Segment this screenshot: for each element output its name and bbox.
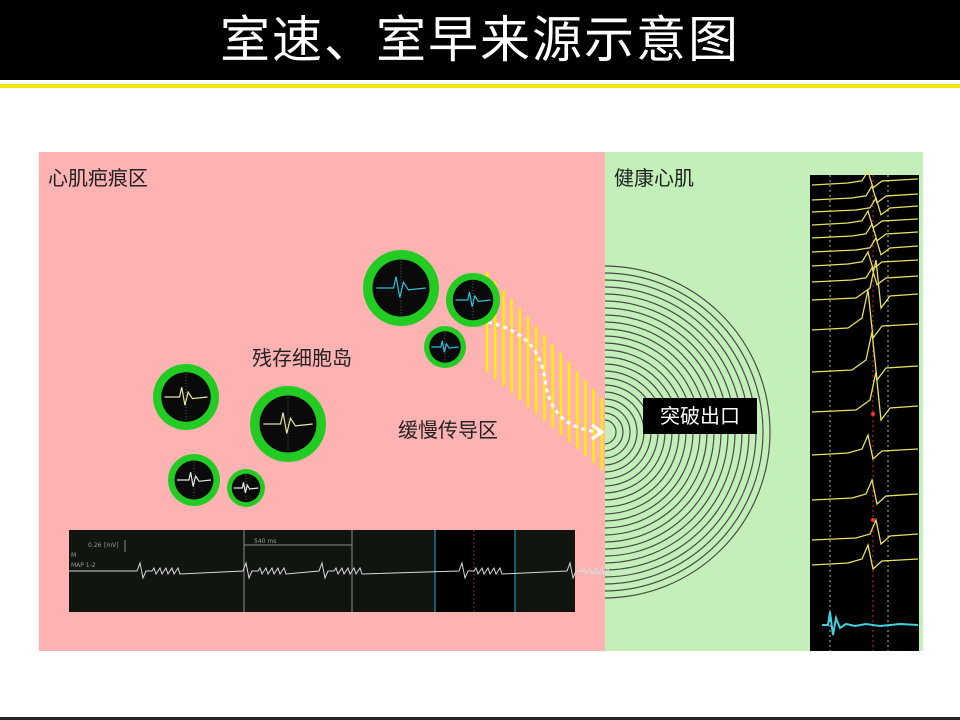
title-underline [0,84,960,88]
conduction-arrow-icon [591,423,605,441]
ecg-interval: 540 ms [254,538,276,545]
electrogram-panel [810,169,919,651]
breakthrough-exit-label: 突破出口 [643,398,757,434]
page-title: 室速、室早来源示意图 [220,11,740,69]
ecg-strip: 0.26 [mV] M MAP 1-2 540 ms [69,530,611,612]
title-bar [0,0,960,80]
conduction-path [487,320,601,434]
slow-conduction-label: 缓慢传导区 [398,418,498,442]
residual-cell-islands [153,250,500,507]
ecg-unit: [mV] [104,542,119,549]
egm-blue-trace [822,611,919,636]
ecg-lead-map: MAP 1-2 [71,562,96,569]
slow-conduction-bars [485,272,604,470]
footer-line [0,717,960,720]
ecg-scale: 0.26 [88,542,102,549]
healthy-zone-label: 健康心肌 [614,166,694,190]
ecg-lead-m: M [71,552,76,559]
residual-islands-label: 残存细胞岛 [252,346,352,370]
scar-zone-label: 心肌疤痕区 [48,166,148,190]
